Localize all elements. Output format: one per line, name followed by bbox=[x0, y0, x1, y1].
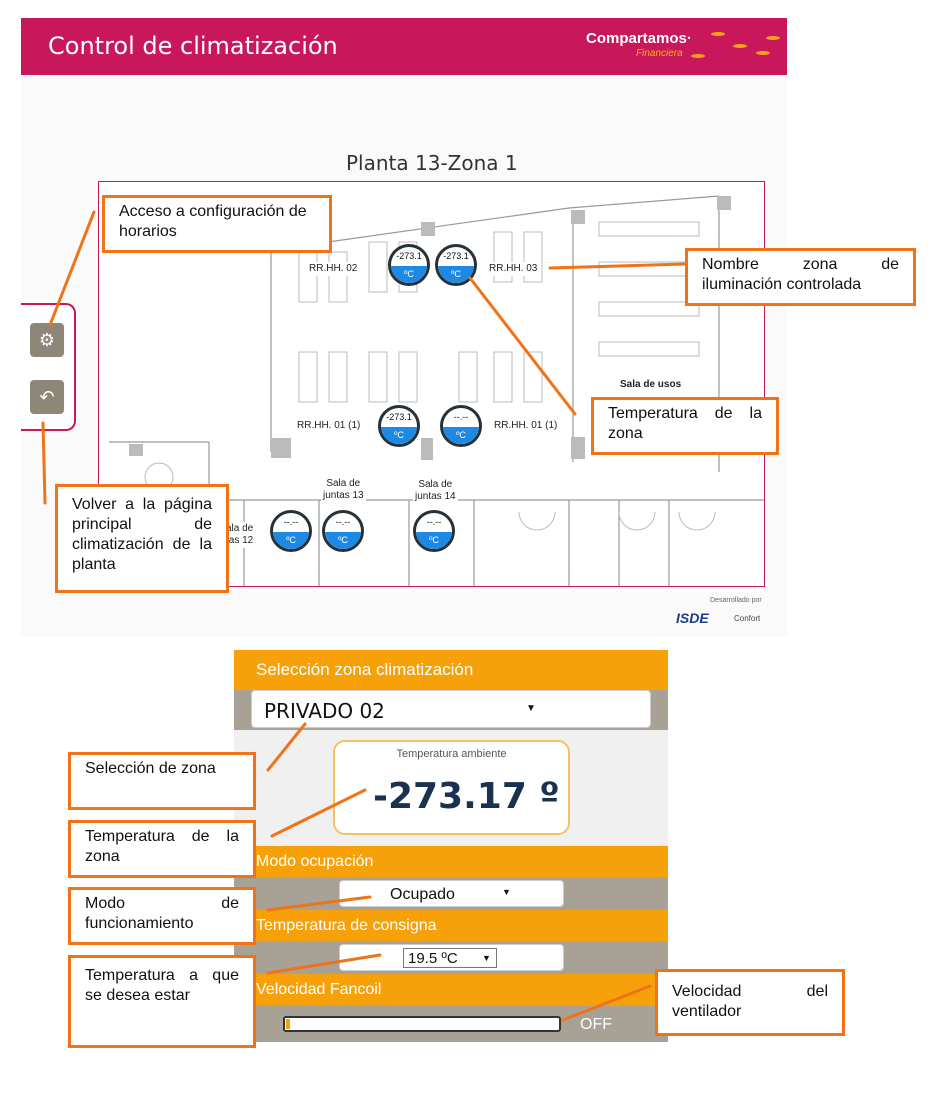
temperature-value: -273.17 º bbox=[373, 776, 560, 817]
chevron-down-icon: ▼ bbox=[526, 703, 536, 714]
callout-back: Volver a la página principal de climatiz… bbox=[55, 484, 229, 593]
callout-zone-temperature-plan: Temperatura de la zona bbox=[591, 397, 779, 455]
setpoint-box: 19.5 ºC ▼ bbox=[339, 944, 564, 971]
confort-logo: Confort bbox=[734, 614, 761, 623]
occupancy-select[interactable]: Ocupado ▼ bbox=[339, 880, 564, 907]
temperature-gauge[interactable]: --.--ºC bbox=[270, 510, 312, 552]
room-label: RR.HH. 01 (1) bbox=[492, 419, 560, 433]
occupancy-header: Modo ocupación bbox=[234, 846, 668, 878]
fish-decoration-icon bbox=[733, 44, 747, 48]
callout-schedule: Acceso a configuración de horarios bbox=[102, 195, 332, 253]
temperature-gauge[interactable]: --.--ºC bbox=[413, 510, 455, 552]
chevron-down-icon: ▼ bbox=[482, 953, 491, 963]
brand-logo: Compartamos· bbox=[586, 30, 692, 47]
setpoint-header: Temperatura de consigna bbox=[234, 910, 668, 942]
room-label: Sala de usos bbox=[618, 378, 684, 392]
gears-icon: ⚙ bbox=[38, 330, 56, 350]
climate-panel: Selección zona climatización PRIVADO 02 … bbox=[234, 650, 668, 1042]
zone-header: Selección zona climatización bbox=[234, 650, 668, 690]
temperature-gauge[interactable]: --.--ºC bbox=[322, 510, 364, 552]
chevron-down-icon: ▼ bbox=[502, 887, 511, 897]
room-label: RR.HH. 01 (1) bbox=[295, 419, 363, 433]
app-title: Control de climatización bbox=[48, 32, 338, 60]
temperature-gauge[interactable]: --.--ºC bbox=[440, 405, 482, 447]
callout-zone-temperature: Temperatura de la zona bbox=[68, 820, 256, 878]
plan-title: Planta 13-Zona 1 bbox=[346, 151, 518, 175]
callout-zone-select: Selección de zona bbox=[68, 752, 256, 810]
isde-logo: ISDE bbox=[676, 610, 709, 626]
zone-select[interactable]: PRIVADO 02 ▼ bbox=[251, 690, 651, 728]
fish-decoration-icon bbox=[756, 51, 770, 55]
setpoint-select[interactable]: 19.5 ºC ▼ bbox=[403, 948, 497, 968]
developed-by-label: Desarrollado por bbox=[710, 597, 762, 604]
temperature-label: Temperatura ambiente bbox=[396, 748, 507, 760]
callout-fan-speed: Velocidad del ventilador bbox=[655, 969, 845, 1036]
fan-speed-slider[interactable] bbox=[283, 1016, 561, 1032]
back-arrow-icon: ↶ bbox=[39, 387, 55, 407]
fan-state: OFF bbox=[580, 1016, 612, 1033]
schedule-settings-button[interactable]: ⚙ bbox=[30, 323, 64, 357]
fish-decoration-icon bbox=[711, 32, 725, 36]
app-header: Control de climatización Compartamos· Fi… bbox=[21, 18, 787, 75]
room-label: RR.HH. 02 bbox=[307, 262, 360, 276]
fish-decoration-icon bbox=[691, 54, 705, 58]
temperature-card: Temperatura ambiente -273.17 º bbox=[333, 740, 570, 835]
callout-mode: Modo de funcionamiento bbox=[68, 887, 256, 945]
fan-header: Velocidad Fancoil bbox=[234, 974, 668, 1006]
brand-subtitle: Financiera bbox=[636, 48, 683, 59]
fish-decoration-icon bbox=[766, 36, 780, 40]
back-button[interactable]: ↶ bbox=[30, 380, 64, 414]
fan-speed-fill bbox=[286, 1019, 290, 1029]
callout-setpoint: Temperatura a que se desea estar bbox=[68, 955, 256, 1048]
room-label: RR.HH. 03 bbox=[487, 262, 540, 276]
callout-zone-name: Nombre zona de iluminación controlada bbox=[685, 248, 916, 306]
